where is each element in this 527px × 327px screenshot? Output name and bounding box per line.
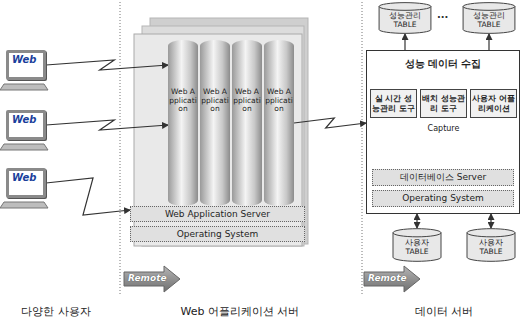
database-table: 성능관리 TABLE: [462, 2, 516, 34]
keyboard-icon: [0, 144, 48, 150]
server-layer-band: 데이터베이스 Server: [372, 169, 514, 186]
os-layer-band: Operating System: [130, 226, 305, 242]
remote-arrow: [364, 266, 420, 292]
web-client-monitor: Web: [6, 50, 46, 80]
node-text: 사용자 TABLE: [394, 239, 440, 256]
column-label: 다양한 사용자: [21, 304, 91, 319]
column-label: 데이터 서버: [415, 304, 474, 319]
keyboard-icon: [0, 84, 48, 90]
node-text: 실 시간 성능관리 도구: [372, 94, 415, 113]
web-application-cylinder: Web Application: [264, 40, 294, 206]
remote-label: Remote: [128, 273, 167, 283]
server-layer-band: Web Application Server: [130, 206, 305, 222]
tool-box: 배치 성능관리 도구: [420, 89, 467, 118]
web-client-monitor: Web: [6, 110, 46, 140]
web-application-cylinder: Web Application: [200, 40, 230, 206]
tool-box: 사용자 어플리케이션: [470, 89, 517, 118]
node-text: Web Application: [265, 88, 293, 114]
column-divider: [120, 2, 121, 296]
node-text: Operating System: [402, 194, 483, 203]
connector: [404, 34, 405, 50]
remote-arrow: [124, 266, 180, 292]
node-text: Web: [12, 114, 40, 125]
keyboard-icon: [0, 202, 48, 208]
web-client-monitor: Web: [6, 168, 46, 198]
ellipsis-label: ...: [437, 9, 448, 20]
cylinder-body: [467, 229, 515, 262]
cylinder-rim: [463, 6, 515, 10]
node-text: 데이터베이스 Server: [400, 173, 486, 182]
connector: [46, 60, 168, 70]
web-application-cylinder: Web Application: [168, 40, 198, 206]
connector: [488, 34, 489, 50]
node-text: 성능관리 TABLE: [464, 12, 514, 29]
column-label: Web 어플리케이션 서버: [181, 304, 300, 319]
database-table: 사용자 TABLE: [392, 228, 442, 262]
tool-box: 실 시간 성능관리 도구: [370, 89, 417, 118]
database-table: 성능관리 TABLE: [378, 2, 432, 34]
connector: [416, 214, 417, 228]
cylinder-rim: [393, 233, 441, 237]
column-divider: [362, 2, 363, 296]
node-text: Web: [12, 54, 40, 65]
node-text: 배치 성능관리 도구: [422, 94, 465, 113]
connector: [294, 118, 366, 128]
cylinder-body: [379, 3, 431, 34]
cylinder-rim: [467, 233, 515, 237]
node-text: 사용자 TABLE: [468, 239, 514, 256]
node-text: Web Application: [169, 88, 197, 114]
cylinder-rim: [379, 6, 431, 10]
node-text: 성능 데이터 수집: [367, 58, 519, 71]
cylinder-body: [463, 3, 515, 34]
node-text: Web Application: [233, 88, 261, 114]
node-text: Web: [12, 172, 40, 183]
node-text: 사용자 어플리케이션: [472, 94, 515, 113]
node-text: 성능관리 TABLE: [380, 12, 430, 29]
connector-label: Capture: [426, 125, 462, 134]
os-layer-band: Operating System: [372, 190, 514, 207]
database-table: 사용자 TABLE: [466, 228, 516, 262]
remote-label: Remote: [368, 273, 407, 283]
connector: [46, 178, 130, 215]
node-text: Operating System: [177, 230, 258, 239]
cylinder-body: [393, 229, 441, 262]
web-application-cylinder: Web Application: [232, 40, 262, 206]
node-text: Web Application: [201, 88, 229, 114]
connector: [490, 214, 491, 228]
connector: [46, 120, 168, 130]
node-text: Web Application Server: [165, 210, 270, 219]
